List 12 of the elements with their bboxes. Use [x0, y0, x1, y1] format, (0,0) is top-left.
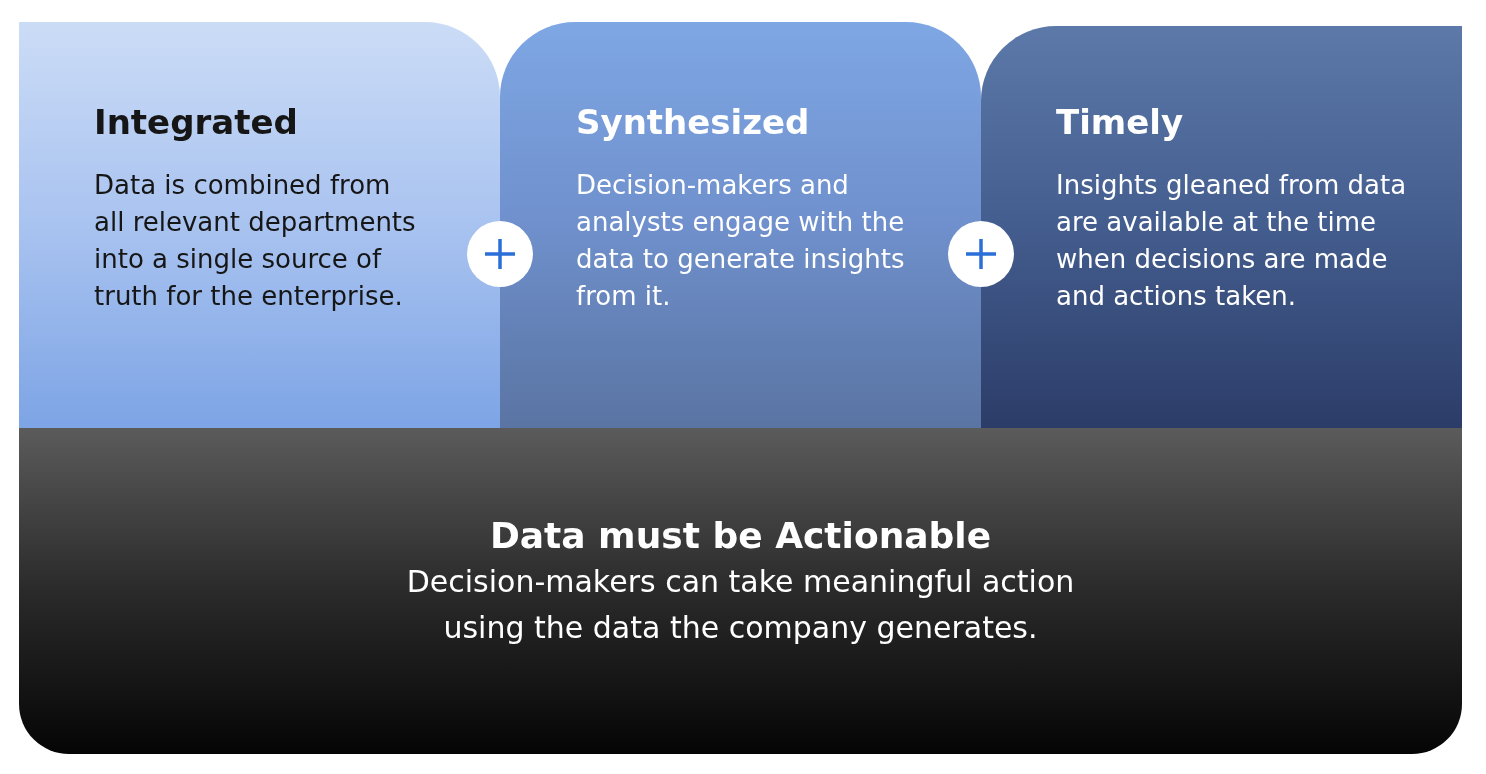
info-panel	[500, 22, 981, 428]
panel-text: Decision-makers and analysts engage with the data to generate insights from it.	[576, 168, 906, 313]
band-heading: Data must be Actionable	[489, 514, 992, 558]
summary-band	[19, 428, 1462, 754]
info-panel	[981, 26, 1462, 428]
panel-text: Data is combined from all relevant departments into a single source of truth for the enterprise.	[94, 168, 417, 313]
band-text: Decision-makers can take meaningful action using the data the company generates.	[405, 563, 1076, 648]
panel-heading: Integrated	[94, 102, 298, 143]
panel-text: Insights gleaned from data are available at the time when decisions are made and actions taken.	[1056, 168, 1408, 313]
panel-heading: Synthesized	[576, 102, 810, 143]
panel-heading: Timely	[1056, 102, 1184, 143]
info-panel	[19, 22, 500, 428]
